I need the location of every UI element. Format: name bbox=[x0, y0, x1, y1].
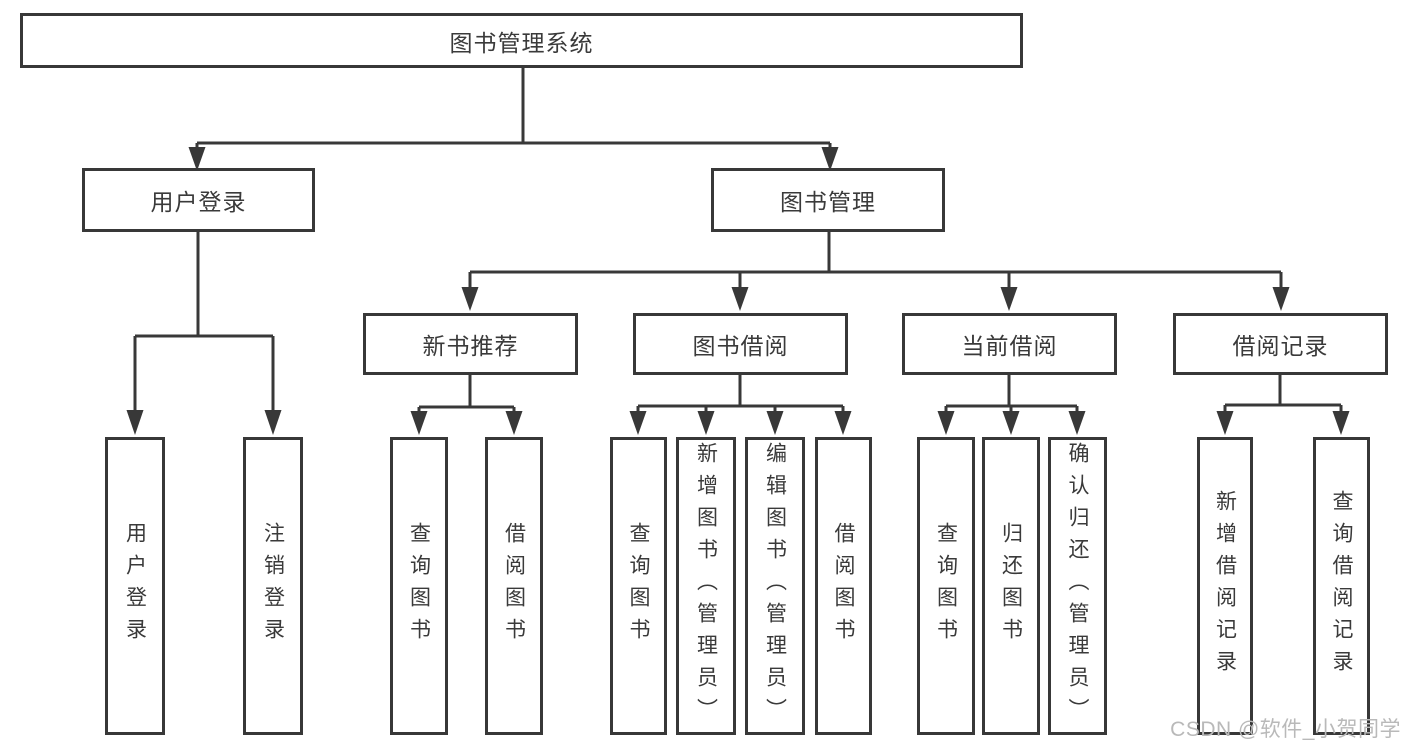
leaf-return-books: 归还图书 bbox=[982, 437, 1040, 735]
leaf-borrow-books-2: 借阅图书 bbox=[815, 437, 872, 735]
node-book-borrow-label: 图书借阅 bbox=[692, 333, 789, 359]
leaf-query-books-2: 查询图书 bbox=[610, 437, 667, 735]
node-user-login: 用户登录 bbox=[82, 168, 315, 232]
leaf-return-books-label: 归还图书 bbox=[999, 522, 1023, 650]
leaf-borrow-books-2-label: 借阅图书 bbox=[832, 522, 855, 650]
leaf-query-books-1: 查询图书 bbox=[390, 437, 448, 735]
node-user-login-label: 用户登录 bbox=[150, 189, 247, 215]
leaf-query-books-1-label: 查询图书 bbox=[407, 522, 431, 650]
node-current-borrow: 当前借阅 bbox=[902, 313, 1117, 375]
leaf-user-login: 用户登录 bbox=[105, 437, 165, 735]
node-root-system: 图书管理系统 bbox=[20, 13, 1023, 68]
leaf-confirm-return-admin: 确认归还（管理员） bbox=[1048, 437, 1107, 735]
leaf-confirm-return-admin-label: 确认归还（管理员） bbox=[1066, 442, 1089, 730]
node-book-borrow: 图书借阅 bbox=[633, 313, 848, 375]
node-borrow-records-label: 借阅记录 bbox=[1232, 333, 1329, 359]
leaf-logout: 注销登录 bbox=[243, 437, 303, 735]
leaf-borrow-books-1-label: 借阅图书 bbox=[502, 522, 526, 650]
leaf-query-books-3-label: 查询图书 bbox=[934, 522, 958, 650]
leaf-add-borrow-record-label: 新增借阅记录 bbox=[1213, 490, 1237, 682]
node-new-book-recommend-label: 新书推荐 bbox=[422, 333, 519, 359]
leaf-borrow-books-1: 借阅图书 bbox=[485, 437, 543, 735]
watermark: CSDN @软件_小贺同学 bbox=[1170, 718, 1401, 741]
leaf-query-borrow-record: 查询借阅记录 bbox=[1313, 437, 1370, 735]
leaf-user-login-label: 用户登录 bbox=[123, 522, 147, 650]
arrowheads bbox=[126, 147, 1350, 435]
leaf-query-borrow-record-label: 查询借阅记录 bbox=[1330, 490, 1353, 682]
leaf-query-books-2-label: 查询图书 bbox=[627, 522, 650, 650]
leaf-add-book-admin: 新增图书（管理员） bbox=[676, 437, 736, 735]
leaf-edit-book-admin-label: 编辑图书（管理员） bbox=[763, 442, 787, 730]
node-new-book-recommend: 新书推荐 bbox=[363, 313, 578, 375]
node-current-borrow-label: 当前借阅 bbox=[961, 333, 1058, 359]
node-book-management: 图书管理 bbox=[711, 168, 945, 232]
node-root-label: 图书管理系统 bbox=[449, 29, 594, 56]
node-borrow-records: 借阅记录 bbox=[1173, 313, 1388, 375]
node-book-management-label: 图书管理 bbox=[780, 189, 876, 215]
leaf-add-borrow-record: 新增借阅记录 bbox=[1197, 437, 1253, 735]
leaf-edit-book-admin: 编辑图书（管理员） bbox=[745, 437, 805, 735]
leaf-logout-label: 注销登录 bbox=[261, 522, 285, 650]
leaf-add-book-admin-label: 新增图书（管理员） bbox=[694, 442, 718, 730]
leaf-query-books-3: 查询图书 bbox=[917, 437, 975, 735]
